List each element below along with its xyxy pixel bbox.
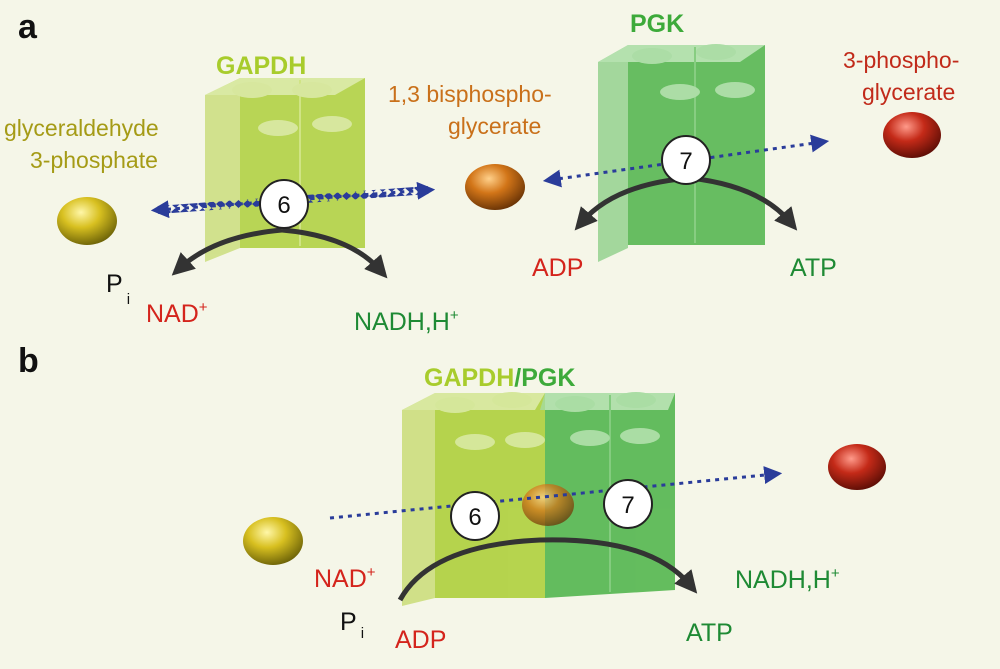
pi-label: Pi <box>106 270 130 308</box>
complex-step-6-marker: 6 <box>450 491 500 541</box>
atp-label: ATP <box>790 254 837 282</box>
substrate-label-line1: glyceraldehyde <box>4 115 159 141</box>
complex-flux-arrow <box>329 466 783 520</box>
nadh-label: NADH,H+ <box>354 307 459 336</box>
complex-atp-label: ATP <box>686 619 733 647</box>
glyceraldehyde-3-phosphate-sphere <box>57 197 117 245</box>
gapdh-label: GAPDH <box>216 52 306 80</box>
step-7-label: 7 <box>679 148 692 175</box>
complex-product-sphere <box>828 444 886 490</box>
step-7-marker: 7 <box>661 135 711 185</box>
phosphoglycerate-sphere <box>883 112 941 158</box>
complex-step-6-label: 6 <box>468 504 481 531</box>
complex-gapdh-brick <box>402 392 545 606</box>
reaction-arrow-gapdh-right <box>281 227 388 279</box>
complex-reaction-arrow <box>397 537 698 602</box>
complex-step-7-marker: 7 <box>603 479 653 529</box>
complex-step-7-label: 7 <box>621 492 634 519</box>
complex-nadh-label: NADH,H+ <box>735 565 840 594</box>
product-label-line2: glycerate <box>862 79 955 105</box>
nad-label: NAD+ <box>146 299 208 328</box>
gapdh-brick <box>205 78 365 262</box>
reaction-arrow-pgk-right <box>689 175 798 231</box>
pgk-label: PGK <box>630 10 684 38</box>
panel-b-label: b <box>18 342 39 380</box>
complex-nad-label: NAD+ <box>314 564 376 593</box>
step-6-marker: 6 <box>259 179 309 229</box>
bisphosphoglycerate-sphere <box>465 164 525 210</box>
product-label-line1: 3-phospho- <box>843 47 959 73</box>
substrate-label-line2: 3-phosphate <box>30 147 158 173</box>
complex-substrate-sphere <box>243 517 303 565</box>
panel-a-label: a <box>18 8 38 46</box>
step-6-label: 6 <box>277 192 290 219</box>
complex-adp-label: ADP <box>395 626 446 654</box>
intermediate-label-line2: glycerate <box>448 113 541 139</box>
reaction-arrow-gapdh-left <box>171 227 283 276</box>
complex-intermediate-sphere <box>522 484 574 526</box>
intermediate-label-line1: 1,3 bisphospho- <box>388 81 552 107</box>
adp-label: ADP <box>532 254 583 282</box>
complex-title: GAPDH/PGK <box>424 364 575 392</box>
